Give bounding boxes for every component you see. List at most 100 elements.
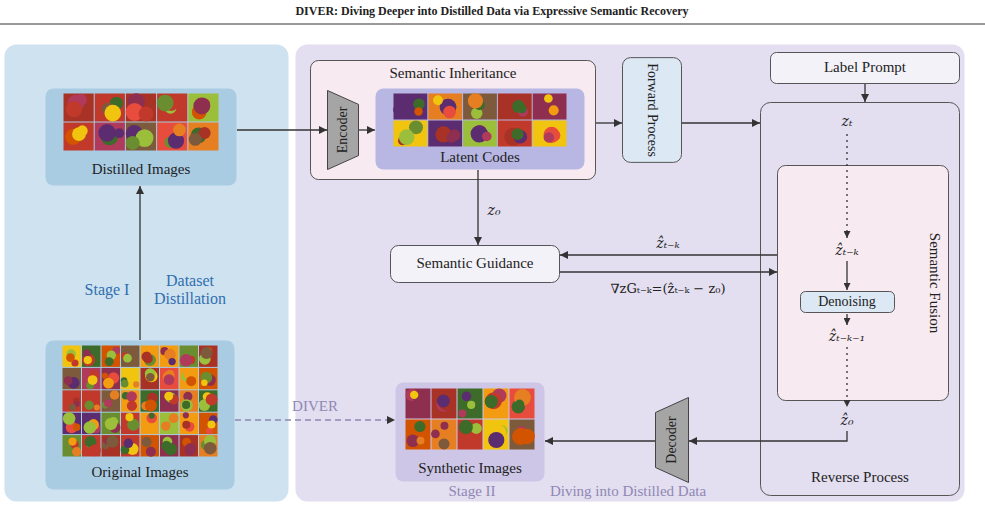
fruit-shape bbox=[512, 128, 524, 140]
image-mosaic bbox=[393, 93, 567, 147]
node-label: Forward Process bbox=[644, 63, 660, 157]
node-label: Encoder bbox=[335, 107, 351, 154]
fruit-shape bbox=[485, 395, 498, 408]
edge-label: ẑₜ₋ₖ bbox=[656, 235, 679, 251]
fruit-shape bbox=[206, 427, 213, 434]
image-tile bbox=[463, 94, 497, 120]
module-box: Semantic FusionDenoising bbox=[777, 165, 949, 401]
image-tile bbox=[64, 94, 94, 122]
fruit-shape bbox=[544, 127, 560, 143]
image-tile bbox=[82, 368, 101, 389]
fruit-shape bbox=[459, 420, 473, 434]
image-tile bbox=[432, 420, 457, 450]
image-tile bbox=[394, 121, 428, 147]
fruit-shape bbox=[437, 395, 450, 408]
image-tile bbox=[498, 94, 532, 120]
image-tile bbox=[64, 123, 94, 151]
module-box-fill bbox=[391, 246, 560, 283]
fruit-shape bbox=[440, 422, 448, 430]
fruit-shape bbox=[114, 128, 124, 138]
fruit-shape bbox=[105, 357, 114, 366]
node-label: Decoder bbox=[664, 416, 680, 463]
image-tile bbox=[199, 390, 218, 411]
process-box-fill bbox=[761, 103, 960, 496]
fruit-shape bbox=[186, 376, 196, 386]
image-box-fill bbox=[46, 341, 235, 490]
fruit-shape bbox=[180, 354, 192, 366]
image-tile bbox=[199, 368, 218, 389]
node-label: Latent Codes bbox=[440, 149, 520, 166]
fruit-shape bbox=[399, 129, 415, 145]
image-tile bbox=[82, 390, 101, 411]
fruit-shape bbox=[488, 432, 504, 448]
connector bbox=[864, 84, 865, 102]
image-tile bbox=[458, 389, 483, 419]
fruit-shape bbox=[105, 418, 117, 430]
node-label: Original Images bbox=[91, 464, 188, 481]
image-tile bbox=[121, 368, 140, 389]
fruit-shape bbox=[414, 107, 422, 115]
image-tile bbox=[63, 368, 82, 389]
node-label: Dataset Distillation bbox=[142, 272, 238, 309]
fruit-shape bbox=[433, 95, 443, 105]
image-tile bbox=[121, 346, 140, 367]
fruit-shape bbox=[169, 413, 179, 423]
image-tile bbox=[160, 435, 179, 456]
fruit-shape bbox=[63, 412, 76, 425]
fruit-shape bbox=[146, 413, 157, 424]
fruit-shape bbox=[164, 392, 173, 401]
image-tile bbox=[188, 94, 218, 122]
image-tile bbox=[498, 121, 532, 147]
fruit-shape bbox=[544, 94, 553, 103]
image-tile bbox=[121, 435, 140, 456]
image-tile bbox=[82, 413, 101, 434]
fruit-shape bbox=[149, 413, 155, 419]
image-tile bbox=[160, 346, 179, 367]
connector bbox=[596, 122, 622, 123]
image-tile bbox=[82, 435, 101, 456]
page-title: DIVER: Diving Deeper into Distilled Data… bbox=[295, 5, 688, 19]
fruit-shape bbox=[144, 354, 156, 366]
image-tile bbox=[428, 94, 462, 120]
image-tile bbox=[121, 413, 140, 434]
connector bbox=[359, 129, 375, 130]
connector bbox=[560, 271, 777, 272]
fruit-shape bbox=[126, 136, 140, 150]
fruit-shape bbox=[103, 378, 114, 389]
image-mosaic bbox=[62, 345, 218, 457]
connector bbox=[682, 122, 760, 123]
fruit-shape bbox=[124, 439, 133, 448]
connector bbox=[560, 254, 777, 255]
image-tile bbox=[63, 413, 82, 434]
fruit-shape bbox=[468, 93, 483, 108]
image-tile bbox=[121, 390, 140, 411]
edge-label: ∇zGₜ₋ₖ=(ẑₜ₋ₖ − z₀) bbox=[610, 282, 725, 297]
fruit-shape bbox=[66, 101, 82, 117]
image-tile bbox=[199, 435, 218, 456]
image-tile bbox=[428, 121, 462, 147]
image-tile bbox=[510, 389, 535, 419]
fruit-shape bbox=[146, 447, 156, 457]
fruit-shape bbox=[168, 358, 175, 365]
process-box: Reverse Process Semantic FusionDenoising bbox=[760, 102, 960, 496]
connector bbox=[235, 419, 395, 420]
fruit-shape bbox=[173, 124, 186, 137]
fruit-shape bbox=[72, 447, 81, 456]
image-tile bbox=[82, 346, 101, 367]
fruit-shape bbox=[145, 399, 157, 411]
trapezoid bbox=[656, 398, 689, 483]
decoder-block: Decoder bbox=[655, 397, 689, 483]
fruit-shape bbox=[189, 133, 202, 146]
fruit-shape bbox=[123, 354, 132, 363]
process-box-fill bbox=[623, 58, 682, 163]
image-tile bbox=[63, 435, 82, 456]
image-tile bbox=[484, 420, 509, 450]
node-label: Reverse Process bbox=[811, 469, 909, 486]
connector bbox=[477, 170, 478, 245]
image-tile bbox=[432, 389, 457, 419]
stage-panel: Stage IIDiving into Distilled DataSemant… bbox=[295, 44, 965, 502]
fruit-shape bbox=[89, 444, 101, 456]
fruit-shape bbox=[458, 410, 466, 418]
connector bbox=[139, 186, 140, 340]
